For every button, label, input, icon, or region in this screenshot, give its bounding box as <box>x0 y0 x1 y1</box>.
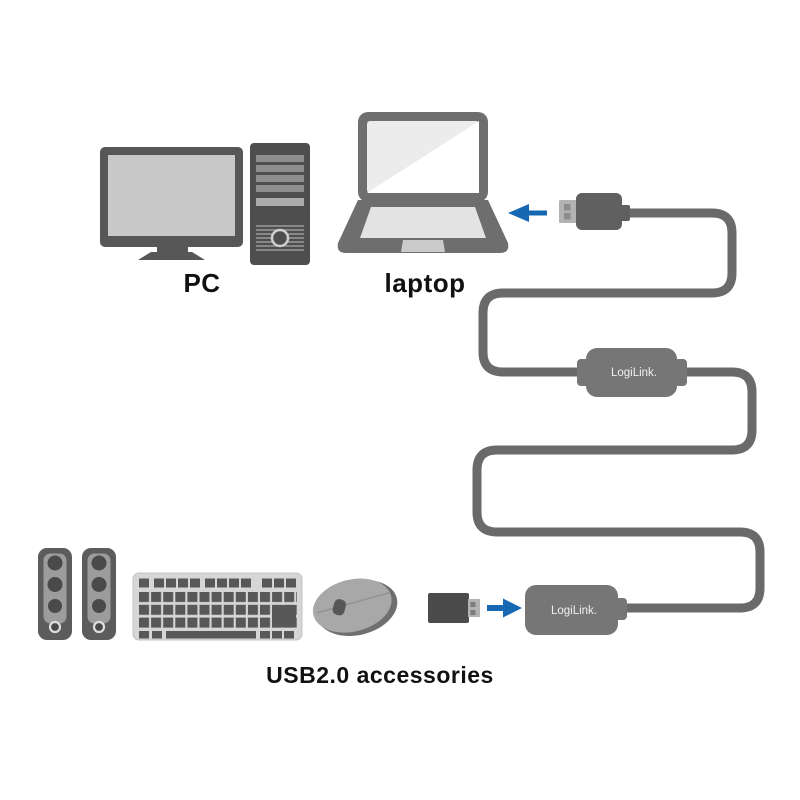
pc-monitor-icon <box>100 147 243 260</box>
cable-module-brand: LogiLink. <box>611 367 657 379</box>
accessories-label: USB2.0 accessories <box>266 662 494 688</box>
usb-cable <box>472 208 765 613</box>
laptop-icon <box>337 112 509 253</box>
hub-module-brand: LogiLink. <box>551 605 597 617</box>
arrow-right-icon <box>487 598 522 618</box>
cable-module: LogiLink. <box>577 348 687 397</box>
mouse-icon <box>312 578 398 637</box>
pc-tower-icon <box>250 143 310 265</box>
laptop-label: laptop <box>384 268 466 298</box>
usb-plug-icon <box>559 193 630 230</box>
power-button-icon <box>270 228 290 248</box>
speaker-icon <box>80 546 118 642</box>
usb-dongle-icon <box>428 593 480 623</box>
arrow-left-icon <box>508 204 547 222</box>
keyboard-icon <box>132 572 303 641</box>
hub-module: LogiLink. <box>525 585 627 635</box>
speaker-icon <box>38 548 72 640</box>
pc-label: PC <box>183 268 221 298</box>
